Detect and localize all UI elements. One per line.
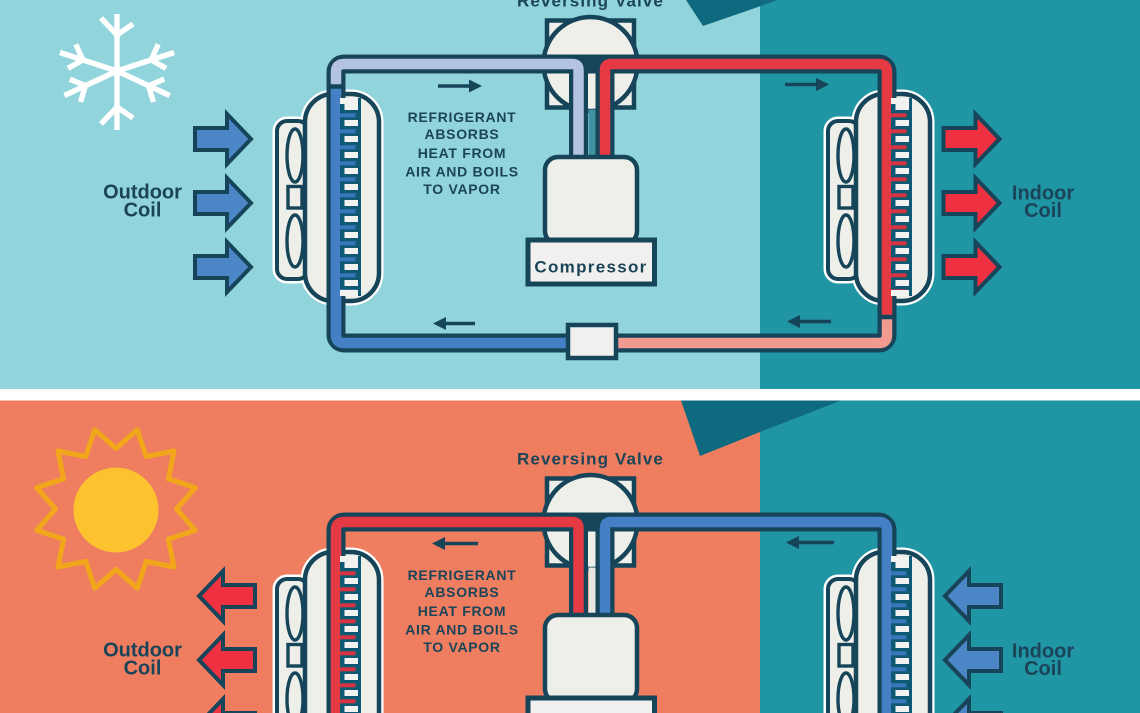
svg-text:Reversing Valve: Reversing Valve	[517, 0, 664, 11]
svg-text:AIR AND BOILS: AIR AND BOILS	[405, 622, 519, 638]
svg-text:Coil: Coil	[1024, 200, 1062, 222]
svg-text:HEAT FROM: HEAT FROM	[418, 603, 506, 619]
svg-text:AIR AND BOILS: AIR AND BOILS	[405, 164, 519, 180]
svg-text:Outdoor: Outdoor	[103, 640, 182, 662]
svg-text:HEAT FROM: HEAT FROM	[418, 145, 506, 161]
svg-text:REFRIGERANT: REFRIGERANT	[408, 109, 517, 125]
svg-text:Indoor: Indoor	[1012, 183, 1074, 205]
svg-text:ABSORBS: ABSORBS	[425, 126, 500, 142]
svg-text:Outdoor: Outdoor	[103, 182, 182, 204]
svg-text:Coil: Coil	[124, 658, 162, 680]
svg-text:Coil: Coil	[1024, 658, 1062, 680]
svg-text:TO VAPOR: TO VAPOR	[423, 181, 500, 197]
svg-text:ABSORBS: ABSORBS	[425, 584, 500, 600]
svg-text:Reversing Valve: Reversing Valve	[517, 450, 664, 469]
svg-text:Coil: Coil	[124, 200, 162, 222]
svg-text:REFRIGERANT: REFRIGERANT	[408, 567, 517, 583]
svg-text:TO VAPOR: TO VAPOR	[423, 639, 500, 655]
svg-text:Indoor: Indoor	[1012, 641, 1074, 663]
svg-text:Compressor: Compressor	[534, 258, 647, 277]
